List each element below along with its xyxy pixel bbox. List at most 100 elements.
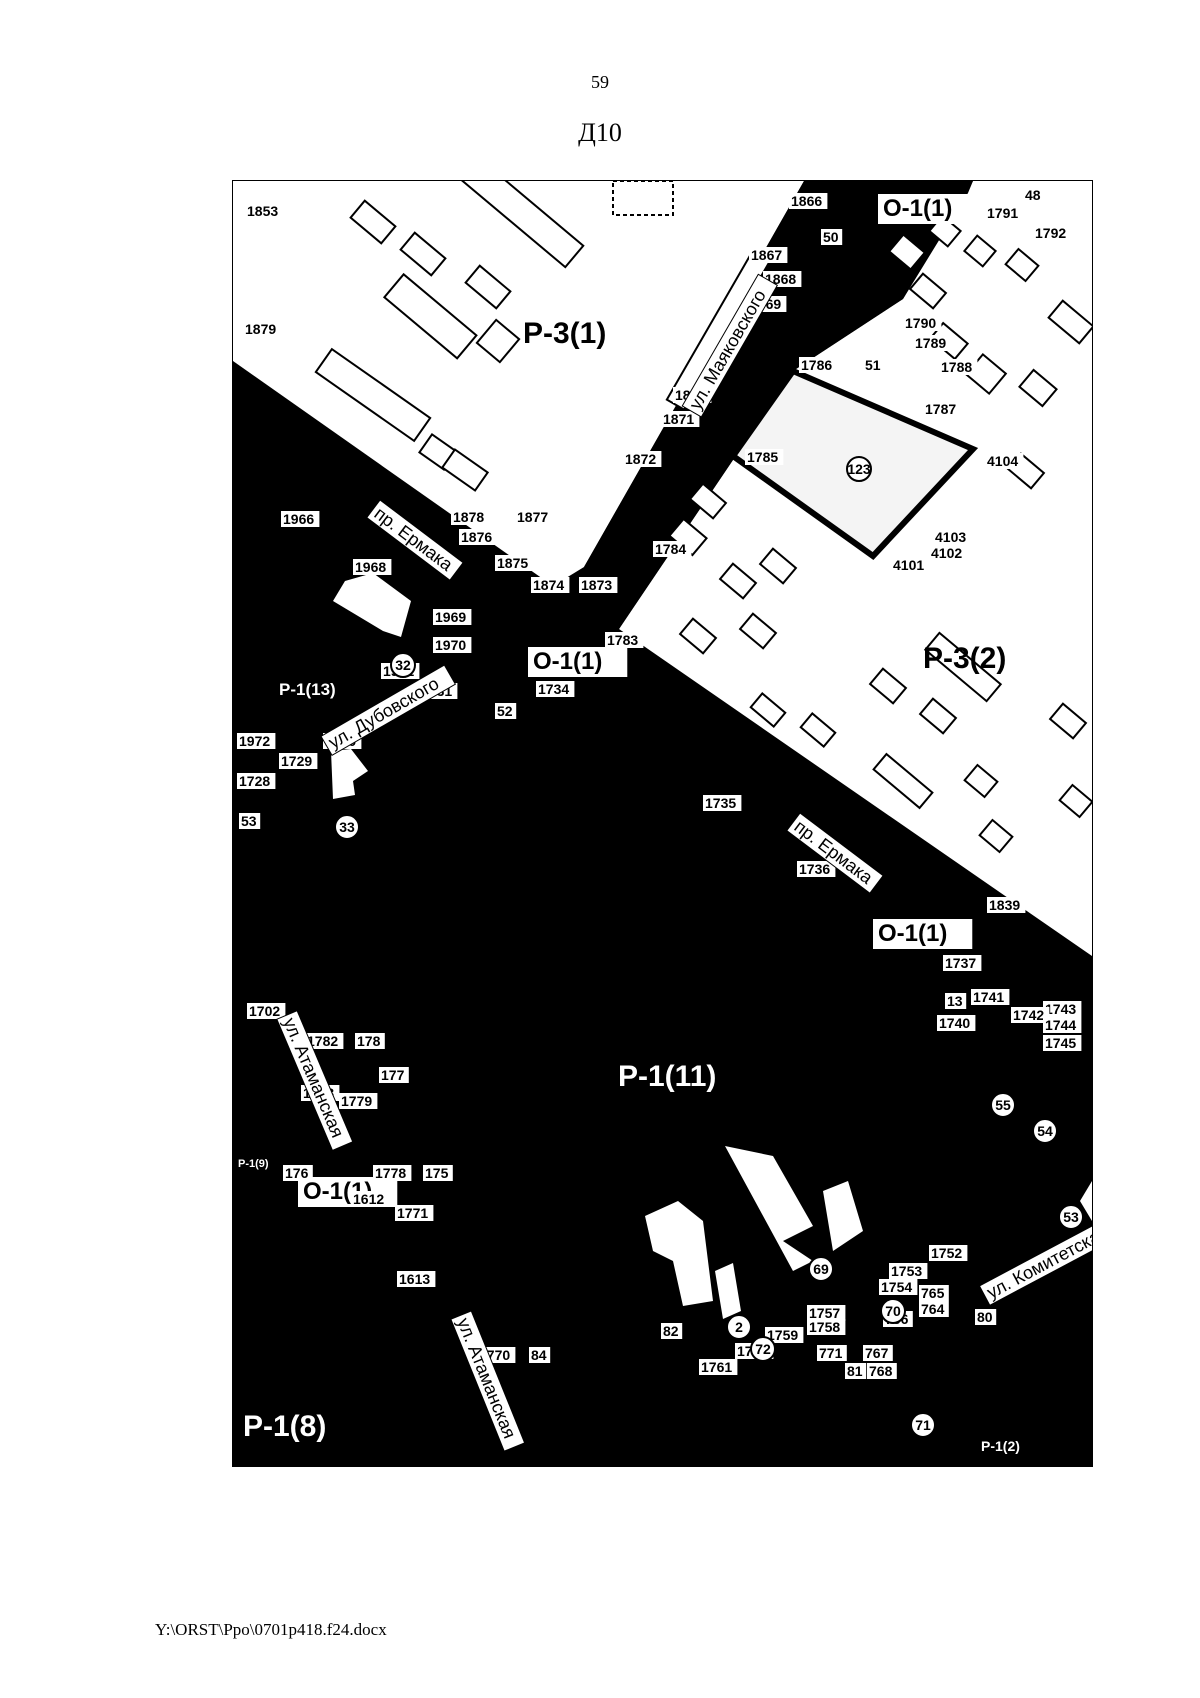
parcel-label-text: 1879 — [245, 321, 276, 337]
parcel-label-box — [397, 1271, 436, 1287]
parcel-label: 768 — [867, 1363, 897, 1379]
parcel-label: 1872 — [623, 451, 662, 467]
parcel-label-box — [653, 541, 692, 557]
parcel-label-box — [807, 1319, 846, 1335]
parcel-label-box — [923, 401, 962, 417]
parcel-label-text: 1966 — [283, 511, 314, 527]
parcel-label-text: 177 — [381, 1067, 405, 1083]
street-name: ул. Атаманская — [276, 1010, 354, 1152]
parcel-label-box — [903, 315, 942, 331]
street-name-box — [320, 664, 457, 757]
parcel-label-box — [451, 509, 490, 525]
parcel-label: 1745 — [1043, 1035, 1082, 1051]
parcel-label-text: 52 — [497, 703, 513, 719]
parcel-label-text: 1871 — [663, 411, 694, 427]
parcel-label-text: 1737 — [945, 955, 976, 971]
parcel-label-box — [1043, 1001, 1082, 1017]
parcel-label-box — [929, 545, 968, 561]
parcel-label: 52 — [495, 703, 517, 719]
object-marker: 55 — [990, 1092, 1016, 1118]
parcel-label-text: 1792 — [1035, 225, 1066, 241]
zone-label-box — [528, 647, 628, 677]
parcel-label-box — [351, 1191, 390, 1207]
parcel-label-box — [879, 1279, 918, 1295]
object-marker-text: 72 — [755, 1341, 771, 1357]
zone-label: О-1(1) — [878, 194, 978, 224]
parcel-label-box — [699, 1359, 738, 1375]
parcel-label-text: 1878 — [453, 509, 484, 525]
parcel-label: 771 — [817, 1345, 847, 1361]
parcel-label: 48 — [1023, 187, 1045, 203]
parcel-label-box — [279, 753, 318, 769]
parcel-label-box — [765, 1327, 804, 1343]
parcel-label: 1736 — [797, 861, 836, 877]
object-marker-circle — [846, 456, 872, 482]
parcel-label-box — [867, 1363, 897, 1379]
parcel-label-text: 1761 — [701, 1359, 732, 1375]
parcel-label: 1752 — [929, 1245, 968, 1261]
parcel-label: 178 — [355, 1033, 385, 1049]
street-name-box — [366, 499, 464, 581]
parcel-label: 82 — [661, 1323, 683, 1339]
parcel-label: 1879 — [243, 321, 282, 337]
parcel-label-box — [339, 1093, 378, 1109]
object-marker-text: 32 — [395, 657, 411, 673]
parcel-label: 177 — [379, 1067, 409, 1083]
parcel-label-text: 1702 — [249, 1003, 280, 1019]
sheet-title: Д10 — [578, 118, 622, 147]
object-marker-circle — [910, 1412, 936, 1438]
buildings-top — [314, 181, 771, 492]
zone-label-box — [873, 919, 973, 949]
parcel-label-text: 1754 — [881, 1279, 912, 1295]
parcel-label: 1771 — [395, 1205, 434, 1221]
parcel-label-box — [495, 555, 534, 571]
parcel-label-box — [237, 733, 276, 749]
parcel-label-text: 178 — [357, 1033, 381, 1049]
parcel-label: 81 — [845, 1363, 867, 1379]
zone-label: Р-1(13) — [279, 680, 336, 699]
zones-layer: Р-3(1)Р-3(2)О-1(1)О-1(1)О-1(1)О-1(1)Р-1(… — [238, 194, 1020, 1454]
parcel-label: 1791 — [985, 205, 1024, 221]
parcel-label: 51 — [863, 357, 885, 373]
parcel-label-box — [789, 193, 828, 209]
parcel-label-box — [863, 1345, 893, 1361]
object-marker: 33 — [334, 814, 360, 840]
parcel-label-box — [1033, 225, 1072, 241]
parcel-label: 1784 — [653, 541, 692, 557]
parcel-label-box — [919, 1285, 949, 1301]
parcel-label-text: 1876 — [461, 529, 492, 545]
object-marker-circle — [726, 1314, 752, 1340]
parcel-label-box — [245, 203, 284, 219]
parcel-label: 4103 — [933, 529, 972, 545]
parcel-label: 1783 — [605, 632, 644, 648]
parcel-label-box — [975, 1309, 997, 1325]
parcel-label: 50 — [821, 229, 843, 245]
object-marker-text: 33 — [339, 819, 355, 835]
parcel-label: 1757 — [807, 1305, 846, 1321]
parcel-label: 1729 — [279, 753, 318, 769]
zone-label: О-1(1) — [873, 919, 973, 949]
parcel-label-text: 1734 — [538, 681, 569, 697]
parcel-label: 1741 — [971, 989, 1010, 1005]
parcel-label-text: 4102 — [931, 545, 962, 561]
parcel-label: 4101 — [891, 557, 930, 573]
parcel-label-text: 84 — [531, 1347, 547, 1363]
parcel-label-box — [845, 1363, 867, 1379]
parcel-label: 1966 — [281, 511, 320, 527]
parcel-label-box — [745, 449, 784, 465]
street-name-text: ул. Дубовского — [325, 673, 442, 752]
parcel-label-text: 1839 — [989, 897, 1020, 913]
parcel-label-box — [985, 205, 1024, 221]
street-name-box — [276, 1010, 354, 1152]
parcel-label-text: 1790 — [905, 315, 936, 331]
parcel-label-text: 1729 — [281, 753, 312, 769]
parcel-label-text: 51 — [865, 357, 881, 373]
parcel-label-text: 1757 — [809, 1305, 840, 1321]
parcel-label-box — [817, 1345, 847, 1361]
parcel-label-box — [1023, 187, 1045, 203]
object-marker-text: 69 — [813, 1261, 829, 1277]
parcel-label-box — [536, 681, 575, 697]
parcel-label-box — [433, 609, 472, 625]
zoning-map[interactable]: Р-3(1)Р-3(2)О-1(1)О-1(1)О-1(1)О-1(1)Р-1(… — [232, 180, 1093, 1467]
parcel-label: 1728 — [237, 773, 276, 789]
